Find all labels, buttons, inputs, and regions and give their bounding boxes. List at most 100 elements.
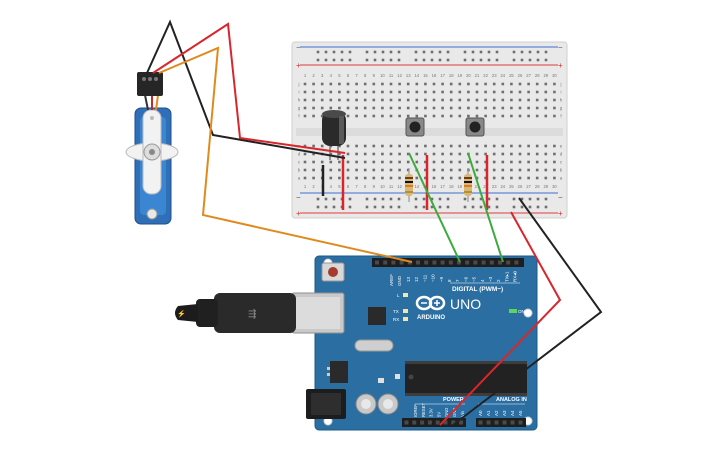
breadboard-hole[interactable] [501, 152, 505, 156]
breadboard-hole[interactable] [432, 144, 436, 148]
breadboard-hole[interactable] [449, 114, 453, 118]
breadboard-hole[interactable] [484, 106, 487, 110]
breadboard-hole[interactable] [389, 90, 393, 94]
breadboard-hole[interactable] [381, 160, 384, 164]
breadboard-hole[interactable] [355, 90, 358, 94]
breadboard-hole[interactable] [441, 82, 444, 86]
breadboard-hole[interactable] [372, 176, 376, 180]
pushbutton-1[interactable] [405, 117, 425, 137]
breadboard-hole[interactable] [467, 90, 470, 94]
breadboard-hole[interactable] [372, 98, 376, 102]
breadboard-hole[interactable] [381, 168, 384, 172]
breadboard-hole[interactable] [346, 98, 350, 102]
breadboard-hole[interactable] [346, 82, 350, 86]
breadboard-hole[interactable] [424, 152, 427, 156]
breadboard-hole[interactable] [441, 176, 444, 180]
breadboard-hole[interactable] [467, 160, 470, 164]
rail-hole[interactable] [365, 205, 369, 209]
breadboard-hole[interactable] [372, 114, 376, 118]
breadboard-hole[interactable] [475, 152, 479, 156]
breadboard-hole[interactable] [492, 98, 496, 102]
rail-hole[interactable] [340, 50, 344, 54]
breadboard-hole[interactable] [544, 106, 548, 110]
breadboard-hole[interactable] [510, 82, 513, 86]
breadboard-hole[interactable] [329, 176, 333, 180]
rail-hole[interactable] [536, 205, 540, 209]
breadboard-hole[interactable] [363, 82, 367, 86]
breadboard-hole[interactable] [415, 82, 419, 86]
breadboard-hole[interactable] [510, 144, 513, 148]
breadboard-hole[interactable] [510, 114, 513, 118]
rail-hole[interactable] [536, 58, 540, 62]
breadboard-hole[interactable] [303, 168, 307, 172]
breadboard-hole[interactable] [355, 114, 358, 118]
header-pin[interactable] [420, 420, 425, 425]
header-pin[interactable] [486, 420, 491, 425]
resistor-1[interactable] [405, 168, 413, 202]
breadboard-hole[interactable] [484, 90, 487, 94]
rail-hole[interactable] [414, 205, 418, 209]
rail-hole[interactable] [397, 205, 401, 209]
rail-hole[interactable] [446, 50, 450, 54]
breadboard-hole[interactable] [484, 176, 487, 180]
breadboard-hole[interactable] [458, 144, 462, 148]
breadboard-hole[interactable] [303, 98, 307, 102]
breadboard-hole[interactable] [389, 98, 393, 102]
breadboard-hole[interactable] [406, 152, 410, 156]
breadboard-hole[interactable] [492, 82, 496, 86]
breadboard-hole[interactable] [398, 160, 401, 164]
rail-hole[interactable] [348, 50, 352, 54]
breadboard-hole[interactable] [406, 160, 410, 164]
rail-hole[interactable] [487, 197, 491, 201]
breadboard-hole[interactable] [355, 168, 358, 172]
breadboard-hole[interactable] [355, 152, 358, 156]
breadboard-hole[interactable] [346, 160, 350, 164]
breadboard-hole[interactable] [441, 144, 444, 148]
breadboard-hole[interactable] [372, 152, 376, 156]
breadboard-hole[interactable] [458, 106, 462, 110]
breadboard-hole[interactable] [492, 152, 496, 156]
servo-motor[interactable] [125, 107, 179, 225]
header-pin[interactable] [473, 260, 478, 265]
rail-hole[interactable] [365, 50, 369, 54]
breadboard-hole[interactable] [355, 160, 358, 164]
breadboard-hole[interactable] [346, 144, 350, 148]
breadboard-hole[interactable] [338, 106, 341, 110]
rail-hole[interactable] [422, 50, 426, 54]
breadboard-hole[interactable] [389, 106, 393, 110]
breadboard-hole[interactable] [406, 82, 410, 86]
breadboard-hole[interactable] [363, 114, 367, 118]
breadboard-hole[interactable] [527, 114, 530, 118]
breadboard-hole[interactable] [424, 82, 427, 86]
breadboard-hole[interactable] [320, 82, 324, 86]
breadboard-hole[interactable] [510, 98, 513, 102]
breadboard-hole[interactable] [312, 106, 315, 110]
breadboard-hole[interactable] [553, 160, 556, 164]
rail-hole[interactable] [332, 50, 336, 54]
rail-hole[interactable] [446, 197, 450, 201]
header-pin[interactable] [375, 260, 379, 265]
breadboard-hole[interactable] [544, 168, 548, 172]
header-pin[interactable] [412, 420, 417, 425]
breadboard-hole[interactable] [518, 98, 522, 102]
resistor-2[interactable] [464, 168, 472, 202]
breadboard-hole[interactable] [346, 176, 350, 180]
rail-hole[interactable] [332, 58, 336, 62]
breadboard-hole[interactable] [535, 160, 539, 164]
header-pin[interactable] [510, 420, 515, 425]
breadboard-hole[interactable] [527, 106, 530, 110]
rail-hole[interactable] [528, 50, 532, 54]
breadboard-hole[interactable] [449, 98, 453, 102]
breadboard-hole[interactable] [553, 168, 556, 172]
breadboard-hole[interactable] [355, 176, 358, 180]
rail-hole[interactable] [316, 205, 320, 209]
rail-hole[interactable] [479, 197, 483, 201]
rail-hole[interactable] [381, 58, 385, 62]
breadboard-hole[interactable] [398, 144, 401, 148]
breadboard-hole[interactable] [484, 82, 487, 86]
breadboard-hole[interactable] [424, 90, 427, 94]
breadboard-hole[interactable] [372, 160, 376, 164]
breadboard-hole[interactable] [329, 152, 333, 156]
header-pin[interactable] [432, 260, 437, 265]
breadboard-hole[interactable] [346, 106, 350, 110]
